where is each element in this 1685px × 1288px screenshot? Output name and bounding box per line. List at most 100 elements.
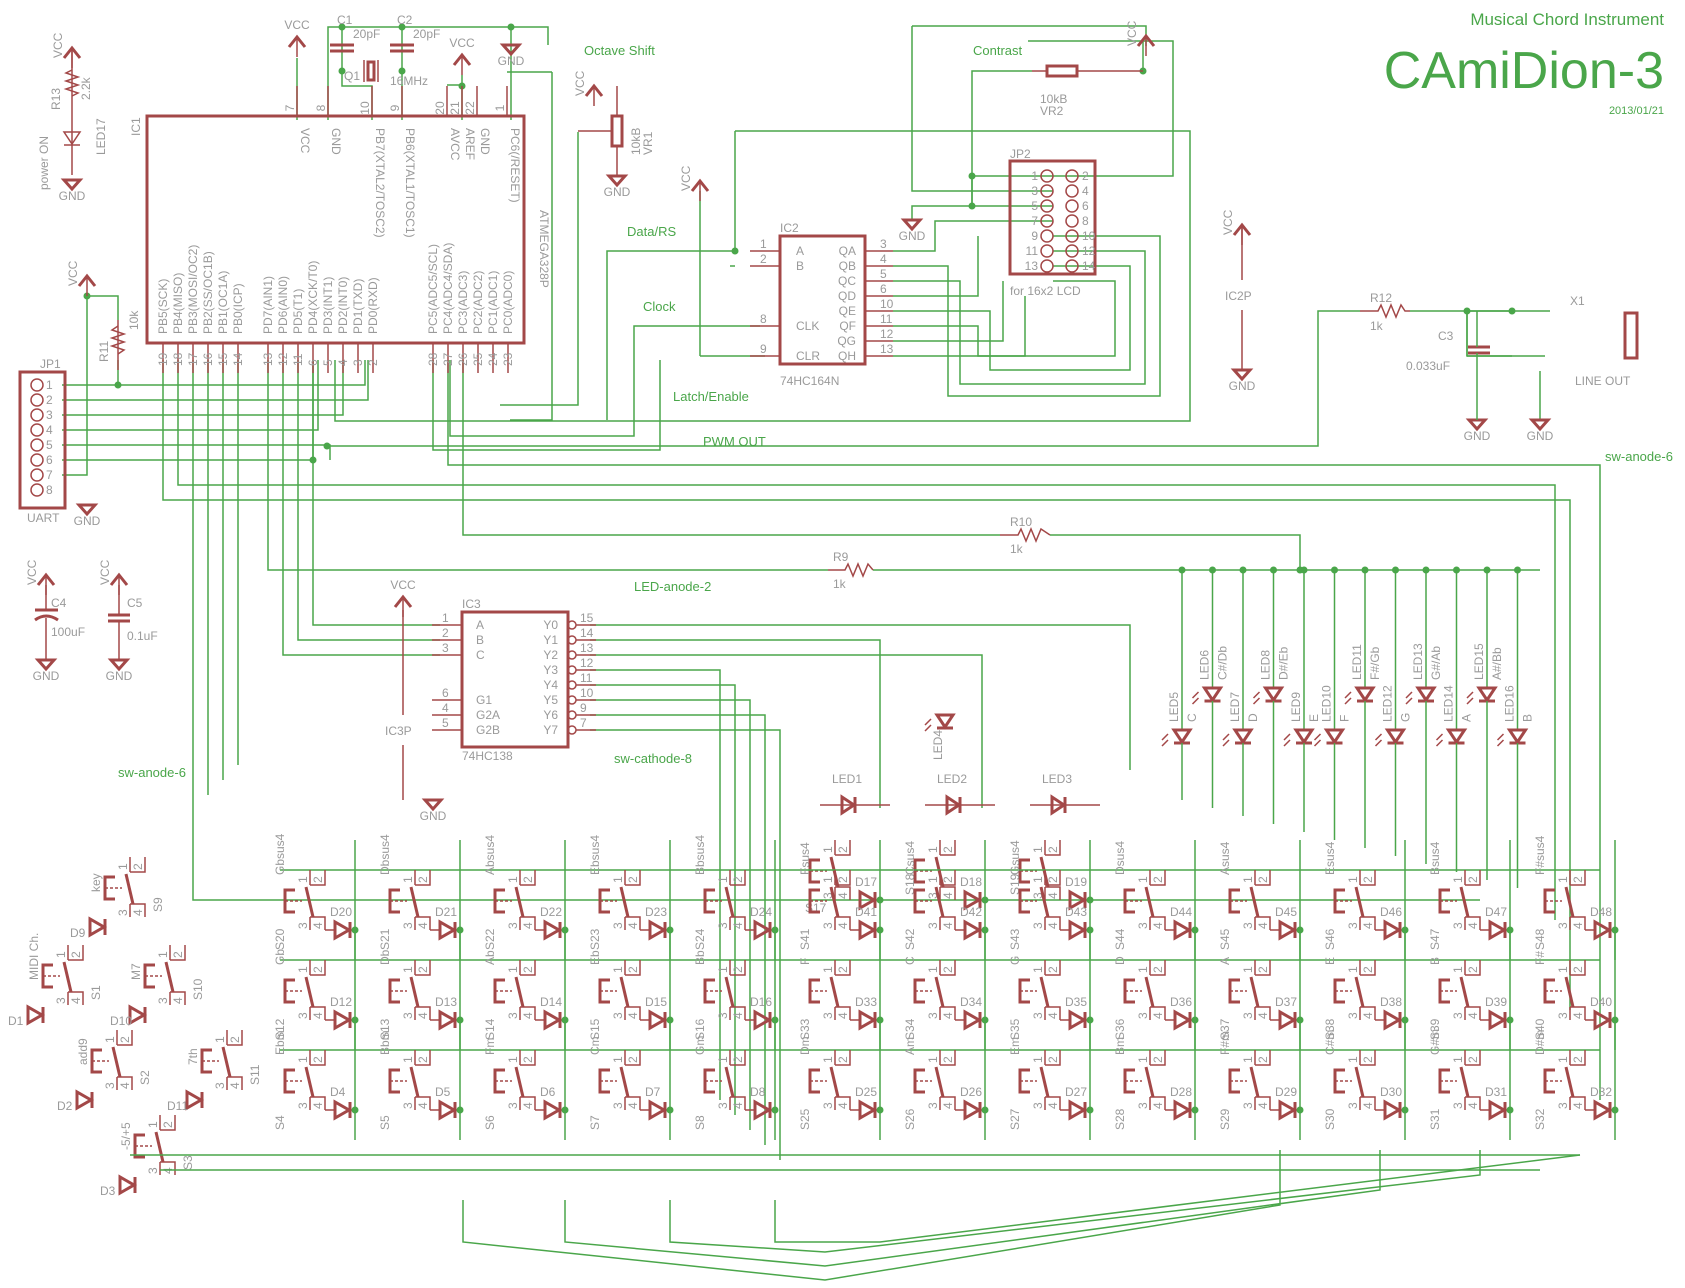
diode-ref: D48 bbox=[1590, 905, 1612, 919]
diode-icon bbox=[1068, 1099, 1088, 1121]
pin-num: 3 bbox=[926, 1012, 940, 1019]
chord-label: F bbox=[798, 958, 812, 965]
junction bbox=[1611, 1106, 1619, 1114]
chord-label: G bbox=[1008, 956, 1022, 965]
pin-num: 4 bbox=[626, 922, 640, 929]
pin-num: 1 bbox=[506, 1056, 520, 1063]
diode-icon bbox=[438, 1099, 458, 1121]
switch-ref: S9 bbox=[151, 897, 165, 912]
ic1-pin-num: 13 bbox=[261, 352, 275, 366]
pin bbox=[520, 1050, 536, 1066]
junction bbox=[1191, 1106, 1199, 1114]
gnd-label: GND bbox=[106, 669, 133, 683]
wires bbox=[62, 25, 1601, 1160]
vr1-ref: VR1 bbox=[641, 131, 655, 155]
switch-blade bbox=[164, 961, 175, 993]
pin-num: 1 bbox=[1451, 876, 1465, 883]
pin-num: 1 bbox=[821, 966, 835, 973]
note-led-label: E bbox=[1307, 714, 1321, 722]
pin-num: 4 bbox=[311, 1102, 325, 1109]
ic3-pin-name: C bbox=[476, 648, 485, 662]
pin bbox=[625, 960, 641, 976]
diode-icon bbox=[1593, 1009, 1613, 1031]
c3-value: 0.033uF bbox=[1406, 359, 1450, 373]
switch-ref: S29 bbox=[1218, 1108, 1232, 1130]
pin-num: 1 bbox=[1136, 966, 1150, 973]
pin bbox=[1150, 1050, 1166, 1066]
pin bbox=[625, 870, 641, 886]
pin bbox=[835, 1096, 851, 1110]
diode-icon bbox=[1488, 1099, 1508, 1121]
ic1-pin-num: 27 bbox=[441, 352, 455, 366]
ic1-pin-name: AVCC bbox=[448, 128, 462, 161]
vcc-label: VCC bbox=[66, 260, 80, 286]
pin-num: 1 bbox=[1031, 966, 1045, 973]
pin-num: 3 bbox=[926, 922, 940, 929]
switch-ref: S16 bbox=[693, 1018, 707, 1040]
pin-num: 2 bbox=[69, 951, 83, 958]
junction bbox=[561, 1106, 569, 1114]
ic2-pin-name: QC bbox=[838, 274, 856, 288]
jp2-ref: JP2 bbox=[1010, 147, 1031, 161]
ic2-pin-name: QB bbox=[839, 259, 856, 273]
led-icon bbox=[1445, 728, 1468, 745]
switch-blade bbox=[1039, 886, 1050, 918]
switch-blade bbox=[1459, 976, 1470, 1008]
ic1-pin-num: 28 bbox=[426, 352, 440, 366]
pin-num: 2 bbox=[228, 1036, 242, 1043]
led-icon bbox=[1506, 728, 1529, 745]
ic2-pin-num: 10 bbox=[880, 297, 894, 311]
chord-label: Bsus4 bbox=[1428, 841, 1442, 875]
jp1-pin-num: 6 bbox=[46, 453, 53, 467]
pin-num: 3 bbox=[401, 1012, 415, 1019]
switch-ref: S1 bbox=[89, 985, 103, 1000]
pin-num: 1 bbox=[1031, 876, 1045, 883]
pin-num: 4 bbox=[416, 1012, 430, 1019]
ic3-pin-name: Y2 bbox=[543, 648, 558, 662]
subtitle: Musical Chord Instrument bbox=[1470, 10, 1664, 29]
gnd-label: GND bbox=[33, 669, 60, 683]
net-labels: Octave Shift Contrast Data/RS Clock Latc… bbox=[118, 43, 1673, 780]
pin bbox=[160, 1115, 176, 1131]
pin bbox=[415, 916, 431, 930]
jp1-pin-num: 3 bbox=[46, 408, 53, 422]
diode-icon bbox=[438, 919, 458, 941]
switch-blade bbox=[1249, 1066, 1260, 1098]
pin-num: 3 bbox=[1136, 1102, 1150, 1109]
jp2-pin bbox=[1040, 244, 1054, 258]
jp2-pin bbox=[1040, 184, 1054, 198]
pin-num: 3 bbox=[1346, 1102, 1360, 1109]
pin-num: 1 bbox=[1556, 876, 1570, 883]
chord-label: Gsus4 bbox=[1008, 840, 1022, 875]
switch-blade bbox=[1144, 976, 1155, 1008]
ic3-part: 74HC138 bbox=[462, 749, 513, 763]
pin bbox=[940, 870, 956, 886]
switch-ref: S33 bbox=[798, 1018, 812, 1040]
pin-num: 1 bbox=[1241, 876, 1255, 883]
pin bbox=[117, 1076, 133, 1090]
switch-blade bbox=[154, 1131, 165, 1163]
switch-ref: S47 bbox=[1428, 928, 1442, 950]
gnd-label: GND bbox=[899, 229, 926, 243]
pin-num: 1 bbox=[926, 846, 940, 853]
pin-num: 1 bbox=[146, 1121, 160, 1128]
pin-num: 3 bbox=[506, 922, 520, 929]
pin-num: 3 bbox=[716, 1102, 730, 1109]
pin-num: 1 bbox=[103, 1036, 117, 1043]
note-led-ref: LED12 bbox=[1381, 685, 1395, 722]
pin-num: 1 bbox=[401, 876, 415, 883]
pin-num: 3 bbox=[116, 909, 130, 916]
diode-ref: D43 bbox=[1065, 905, 1087, 919]
pin bbox=[730, 1006, 746, 1020]
